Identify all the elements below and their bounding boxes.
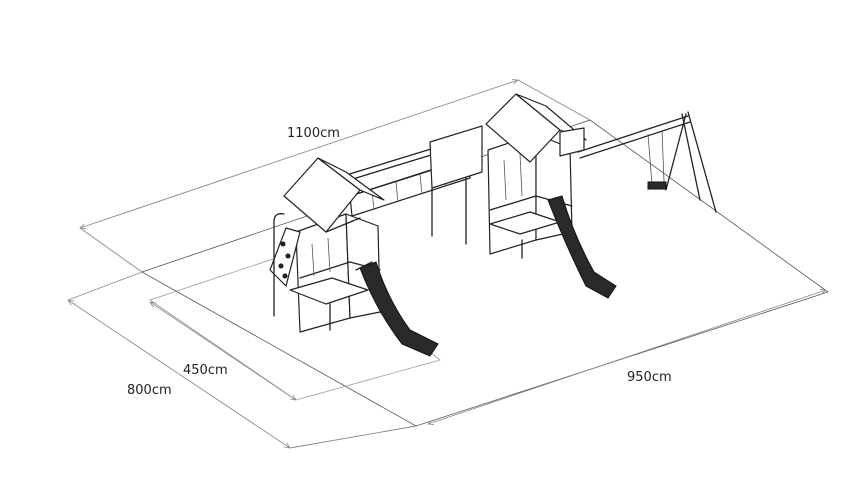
label-right-length: 950cm xyxy=(627,370,672,385)
swing-set xyxy=(577,111,717,213)
label-top-length: 1100cm xyxy=(287,126,340,141)
swing-seat xyxy=(647,181,667,190)
climbing-wall xyxy=(269,213,301,317)
label-outer-width: 800cm xyxy=(127,383,172,398)
dim-line-inner xyxy=(150,302,296,400)
dimension-lines xyxy=(68,80,826,448)
label-inner-width: 450cm xyxy=(183,363,228,378)
ground-outline xyxy=(141,119,829,427)
dim-line-outer xyxy=(68,300,290,448)
left-tower xyxy=(283,157,385,333)
left-slide xyxy=(355,261,439,357)
dim-line-right xyxy=(428,290,826,424)
right-slide xyxy=(547,195,617,299)
dim-line-top xyxy=(80,80,518,228)
